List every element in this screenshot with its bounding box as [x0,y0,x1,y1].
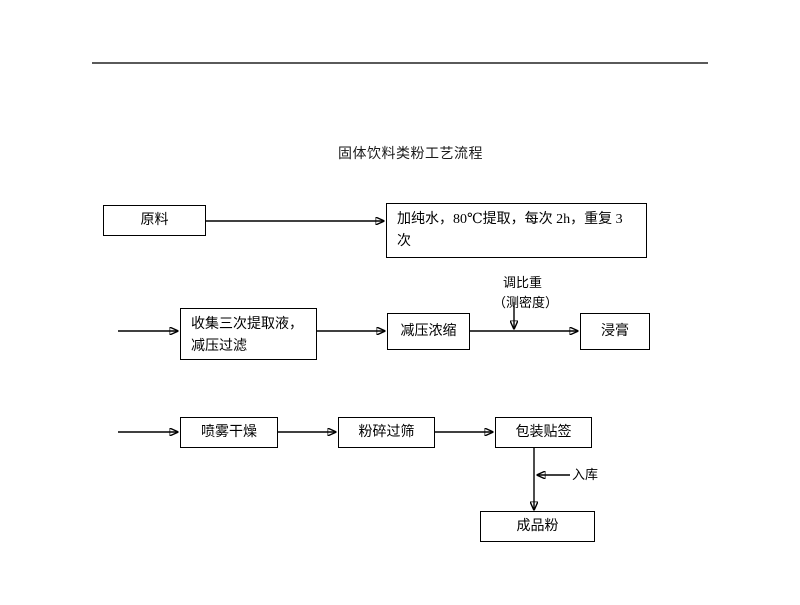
node-label: 原料 [140,212,169,228]
annotation-label: 入库 [572,467,599,482]
node-crush-sieve[interactable]: 粉碎过筛 [338,417,435,448]
node-label: 收集三次提取液， 减压过滤 [191,317,303,354]
node-extract-paste[interactable]: 浸膏 [580,313,650,350]
node-vacuum-concentrate[interactable]: 减压浓缩 [387,313,470,350]
node-label: 粉碎过筛 [358,424,415,440]
node-raw-material[interactable]: 原料 [103,205,206,236]
node-label: 成品粉 [516,518,559,534]
node-spray-dry[interactable]: 喷雾干燥 [180,417,278,448]
annotation-warehouse: 入库 [572,465,598,485]
header-divider [92,62,708,64]
node-label: 包装贴签 [515,424,572,440]
node-water-extraction[interactable]: 加纯水，80℃提取，每次 2h，重复 3次 [386,203,647,258]
node-label: 加纯水，80℃提取，每次 2h，重复 3次 [397,212,623,249]
annotation-line-2: （测密度） [493,295,559,310]
node-label: 浸膏 [601,323,629,339]
node-finished-powder[interactable]: 成品粉 [480,511,595,542]
node-label: 喷雾干燥 [201,424,257,440]
node-collect-filter[interactable]: 收集三次提取液， 减压过滤 [180,308,317,360]
node-label: 减压浓缩 [400,323,457,339]
annotation-line-1: 调比重 [503,275,543,290]
node-pack-label[interactable]: 包装贴签 [495,417,592,448]
annotation-adjust-density: 调比重 （测密度） [493,273,558,313]
page-title: 固体饮料类粉工艺流程 [338,147,483,162]
